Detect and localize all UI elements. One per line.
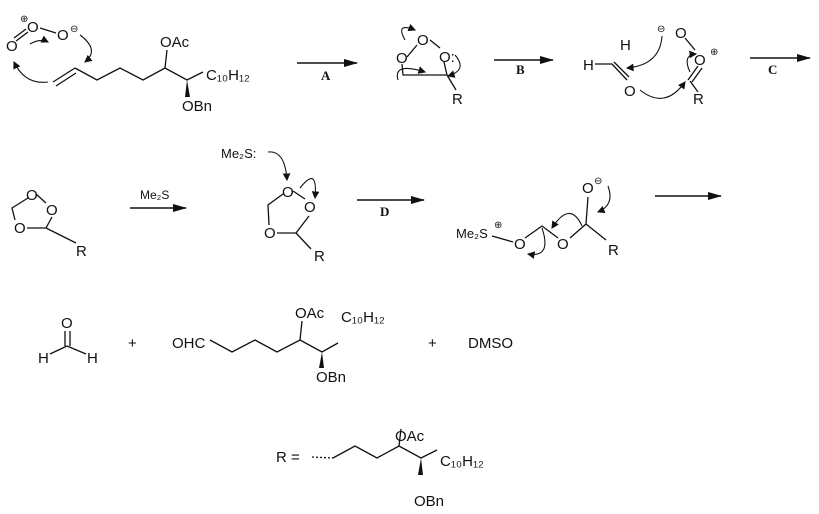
oxygen-atom: O [46, 202, 58, 219]
reaction-arrow-me2s: Me₂S [130, 188, 187, 212]
oxygen-atom: O [282, 184, 294, 201]
negative-charge: ⊖ [594, 176, 602, 187]
formaldehyde-product: O H H [38, 315, 98, 367]
hydrogen-atom: H [87, 350, 98, 367]
oxygen-atom: O [26, 187, 38, 204]
curved-arrow [13, 61, 49, 83]
positive-charge: ⊕ [20, 14, 28, 25]
wedge-bond [319, 352, 324, 368]
r-group-definition: R = OAc C₁₀H₁₂ OBn [276, 428, 484, 510]
r-group: R [693, 91, 704, 108]
oxygen-atom: O [6, 38, 18, 55]
formaldehyde-intermediate: H H O ⊖ [583, 24, 686, 100]
sulfonium-adduct: Me₂S ⊕ O O O ⊖ R [456, 176, 619, 259]
alkene-substrate: OAc C₁₀H₁₂ OBn [52, 34, 250, 115]
molozonide: O O O: R [396, 23, 463, 108]
oxygen-atom: O [514, 236, 526, 253]
oxygen-atom: O [417, 32, 429, 49]
alkyl-chain: C₁₀H₁₂ [206, 67, 250, 84]
oxygen-atom: O [61, 315, 73, 332]
obn-group: OBn [316, 369, 346, 386]
obn-group: OBn [414, 493, 444, 510]
positive-charge: ⊕ [494, 220, 502, 231]
curved-arrow [686, 50, 698, 73]
r-group: R [608, 242, 619, 259]
reaction-arrow-c: C [750, 54, 811, 77]
wedge-bond [185, 80, 190, 97]
ozonide: O O O R [11, 187, 87, 260]
step-label: C [768, 62, 777, 77]
negative-charge: ⊖ [657, 24, 665, 35]
dimethyl-sulfide: Me₂S: [221, 146, 256, 161]
curved-arrow [625, 35, 663, 72]
oxygen-atom: O [304, 199, 316, 216]
r-label: R = [276, 449, 300, 466]
curved-arrow [526, 227, 546, 259]
oxygen-atom: O [582, 180, 594, 197]
oxygen-atom: O [264, 225, 276, 242]
hydrogen-atom: H [583, 57, 594, 74]
wedge-bond [418, 458, 423, 475]
step-label: A [321, 68, 331, 83]
alkyl-chain: C₁₀H₁₂ [440, 453, 484, 470]
reaction-arrow-b: B [494, 56, 554, 77]
oxygen-atom: O [624, 83, 636, 100]
oac-group: OAc [295, 305, 325, 322]
curved-arrow [29, 35, 49, 45]
curved-arrow [596, 185, 611, 214]
carbonyl-oxide: O O ⊕ R [675, 25, 718, 108]
dimethylsulfonium: Me₂S [456, 226, 488, 241]
step-label: D [380, 204, 389, 219]
sulfide-attack-complex: Me₂S: O O O R [221, 146, 325, 265]
curved-arrow [446, 54, 461, 78]
curved-arrow [396, 66, 427, 81]
oxygen-atom: O [57, 27, 69, 44]
negative-charge: ⊖ [70, 24, 78, 35]
aldehyde-product: OHC OAc C₁₀H₁₂ OBn [172, 305, 385, 386]
r-group: R [314, 248, 325, 265]
positive-charge: ⊕ [710, 47, 718, 58]
curved-arrow [551, 212, 583, 229]
curved-arrow [79, 34, 93, 63]
hydrogen-atom: H [620, 37, 631, 54]
r-group: R [452, 91, 463, 108]
hydrogen-atom: H [38, 350, 49, 367]
plus-sign: + [428, 335, 437, 352]
curved-arrow [639, 81, 686, 99]
oxygen-atom: O [675, 25, 687, 42]
reaction-arrow-a: A [297, 59, 358, 83]
alkyl-chain: C₁₀H₁₂ [341, 309, 385, 326]
oac-group: OAc [395, 428, 425, 445]
reaction-arrow-d: D [357, 196, 425, 219]
oxygen-atom: O [557, 236, 569, 253]
dmso-product: DMSO [468, 335, 513, 352]
curved-arrow [401, 23, 417, 41]
r-group: R [76, 243, 87, 260]
obn-group: OBn [182, 98, 212, 115]
step-label: B [516, 62, 525, 77]
reagent-label: Me₂S [140, 188, 169, 202]
curved-arrow [299, 178, 320, 200]
oac-group: OAc [160, 34, 190, 51]
plus-sign: + [128, 335, 137, 352]
oxygen-atom: O [27, 19, 39, 36]
aldehyde-group: OHC [172, 335, 206, 352]
oxygen-atom: O [694, 52, 706, 69]
oxygen-atom: O [14, 220, 26, 237]
ozone: O O O ⊕ ⊖ [6, 14, 93, 83]
oxygen-atom: O: [439, 49, 455, 66]
oxygen-atom: O [396, 50, 408, 67]
curved-arrow [267, 151, 291, 182]
